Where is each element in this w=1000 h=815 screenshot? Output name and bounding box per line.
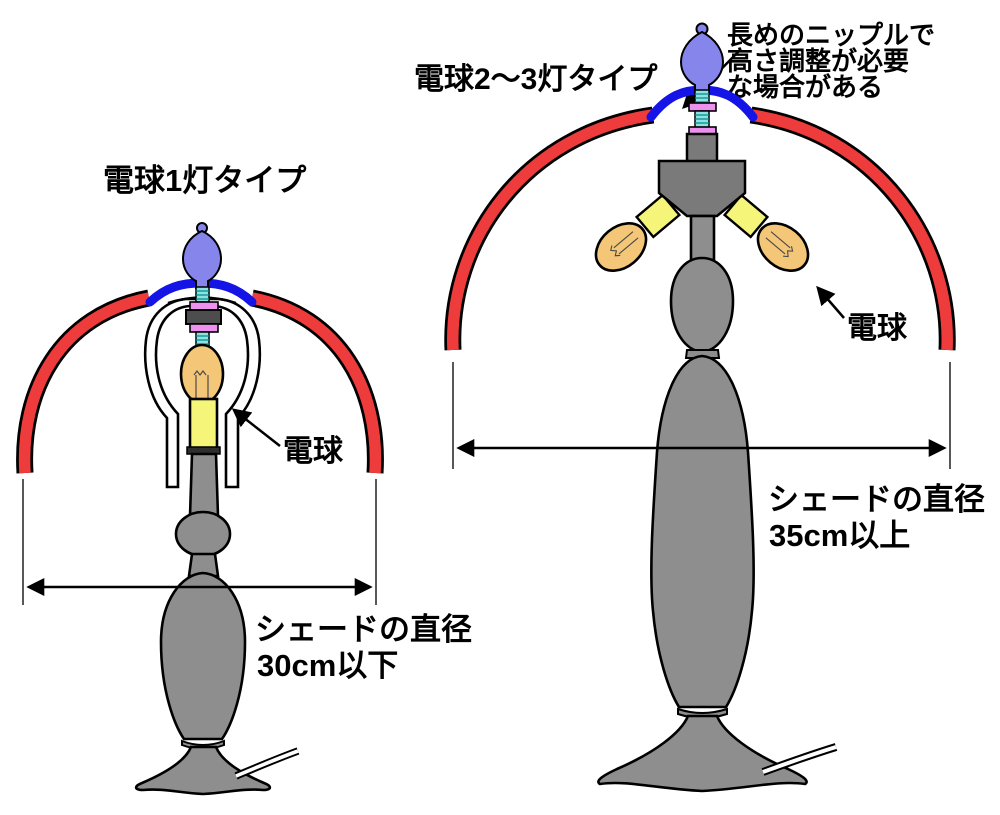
left-power-cord — [234, 747, 300, 780]
nipple-annotation-line2: 高さ調整が必要 — [727, 46, 909, 76]
left-dim-label-line2: 30cm以下 — [257, 648, 398, 683]
left-base-foot — [134, 745, 272, 796]
left-bulb-arrow — [231, 408, 281, 447]
left-washer-top — [189, 301, 219, 311]
left-vase-body — [159, 571, 247, 741]
right-dim-label-line1: シェードの直径 — [768, 482, 985, 517]
right-lamp: 電球2～3灯タイプ 長めのニップルで 高さ調整が必要 な場合がある — [414, 20, 985, 793]
left-nipple-upper-threads — [196, 290, 209, 300]
nipple-annotation-line1: 長めのニップルで — [727, 20, 935, 50]
right-center-column — [689, 214, 716, 262]
right-base-foot — [597, 714, 808, 793]
right-nipple-long-threads — [695, 114, 709, 124]
cluster-block — [657, 159, 747, 218]
right-dimension: シェードの直径 35cm以上 — [452, 362, 985, 553]
left-stem-neck — [188, 452, 220, 518]
right-arm-socket — [722, 193, 770, 239]
right-stem-bulge — [669, 256, 735, 354]
left-lock-nut — [185, 309, 222, 325]
left-bulb-filament — [193, 370, 209, 401]
left-stem-ball — [174, 510, 232, 558]
left-nipple-assembly — [185, 286, 222, 349]
right-arm-filament — [765, 231, 794, 258]
nipple-annotation-line3: な場合がある — [727, 72, 883, 102]
left-lamp-title: 電球1灯タイプ — [103, 163, 307, 198]
right-finial — [679, 22, 725, 93]
left-harp — [143, 297, 262, 489]
cluster-right-arm — [722, 193, 810, 272]
left-arm-filament — [610, 231, 639, 257]
left-dim-label-line1: シェードの直径 — [255, 612, 472, 647]
left-bulb-callout: 電球 — [231, 408, 344, 468]
right-dim-label-line2: 35cm以上 — [769, 518, 910, 553]
right-washer-top — [688, 102, 717, 112]
left-stem-neck2 — [187, 552, 220, 578]
right-shade-arc-left — [444, 106, 655, 351]
left-finial — [181, 222, 223, 289]
left-socket — [188, 397, 219, 450]
right-power-cord — [761, 743, 838, 776]
right-arm-bulb — [756, 222, 810, 272]
left-shade-arc-left — [16, 289, 151, 474]
left-washer-bottom — [189, 323, 219, 333]
left-arm-bulb — [594, 222, 648, 272]
right-bulb-arrow — [816, 285, 845, 319]
right-shade-arc-right — [749, 106, 956, 351]
right-bulb-label: 電球 — [847, 312, 908, 345]
nipple-annotation: 長めのニップルで 高さ調整が必要 な場合がある — [682, 20, 935, 110]
right-bulb-callout: 電球 — [816, 285, 908, 345]
left-lamp-body — [134, 452, 272, 796]
right-stem-joint — [684, 349, 721, 359]
left-arm-socket — [634, 193, 682, 239]
cluster-left-arm — [594, 193, 682, 272]
left-shade-arc-right — [250, 289, 384, 474]
left-lamp: 電球1灯タイプ — [16, 163, 472, 796]
left-bulb — [179, 343, 225, 405]
left-dimension: シェードの直径 30cm以下 — [22, 479, 472, 683]
cluster-riser — [685, 132, 719, 164]
right-nipple-upper-threads — [695, 93, 709, 103]
left-bulb-label: 電球 — [283, 435, 344, 468]
right-vase-body — [650, 354, 755, 709]
right-lamp-title: 電球2～3灯タイプ — [414, 63, 658, 96]
